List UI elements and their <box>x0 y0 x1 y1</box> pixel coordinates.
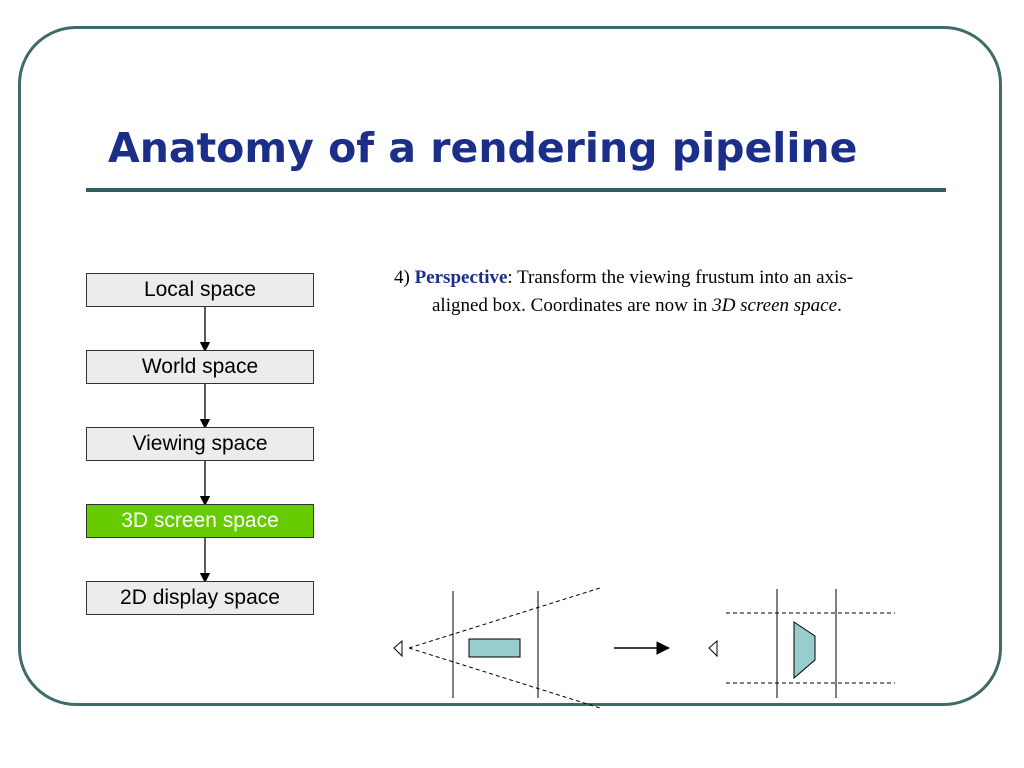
object-rect <box>468 638 521 658</box>
eye-icon-left <box>393 639 403 658</box>
frustum-bottom-edge <box>408 647 601 709</box>
step-term: Perspective <box>414 267 508 288</box>
step-text-line1: : Transform the viewing frustum into an … <box>507 267 854 288</box>
slide-frame <box>18 26 1002 706</box>
step-description: 4) Perspective: Transform the viewing fr… <box>394 264 1014 320</box>
box-diagram <box>708 589 895 698</box>
distorted-object <box>793 621 816 680</box>
stage-2d-display-space: 2D display space <box>86 581 314 615</box>
stage-world-space: World space <box>86 350 314 384</box>
step-text-line2-wrap: aligned box. Coordinates are now in 3D s… <box>394 292 1014 320</box>
step-number: 4) <box>394 267 410 288</box>
frustum-diagram <box>393 587 601 709</box>
frustum-top-edge <box>408 587 601 649</box>
slide-title: Anatomy of a rendering pipeline <box>108 124 858 172</box>
stage-3d-screen-space: 3D screen space <box>86 504 314 538</box>
step-text-line2: aligned box. Coordinates are now in <box>432 295 713 316</box>
stage-local-space: Local space <box>86 273 314 307</box>
eye-icon-right <box>708 639 718 658</box>
title-underline <box>86 188 946 192</box>
step-text-end: . <box>837 295 842 316</box>
stage-viewing-space: Viewing space <box>86 427 314 461</box>
step-italic-term: 3D screen space <box>712 295 838 316</box>
